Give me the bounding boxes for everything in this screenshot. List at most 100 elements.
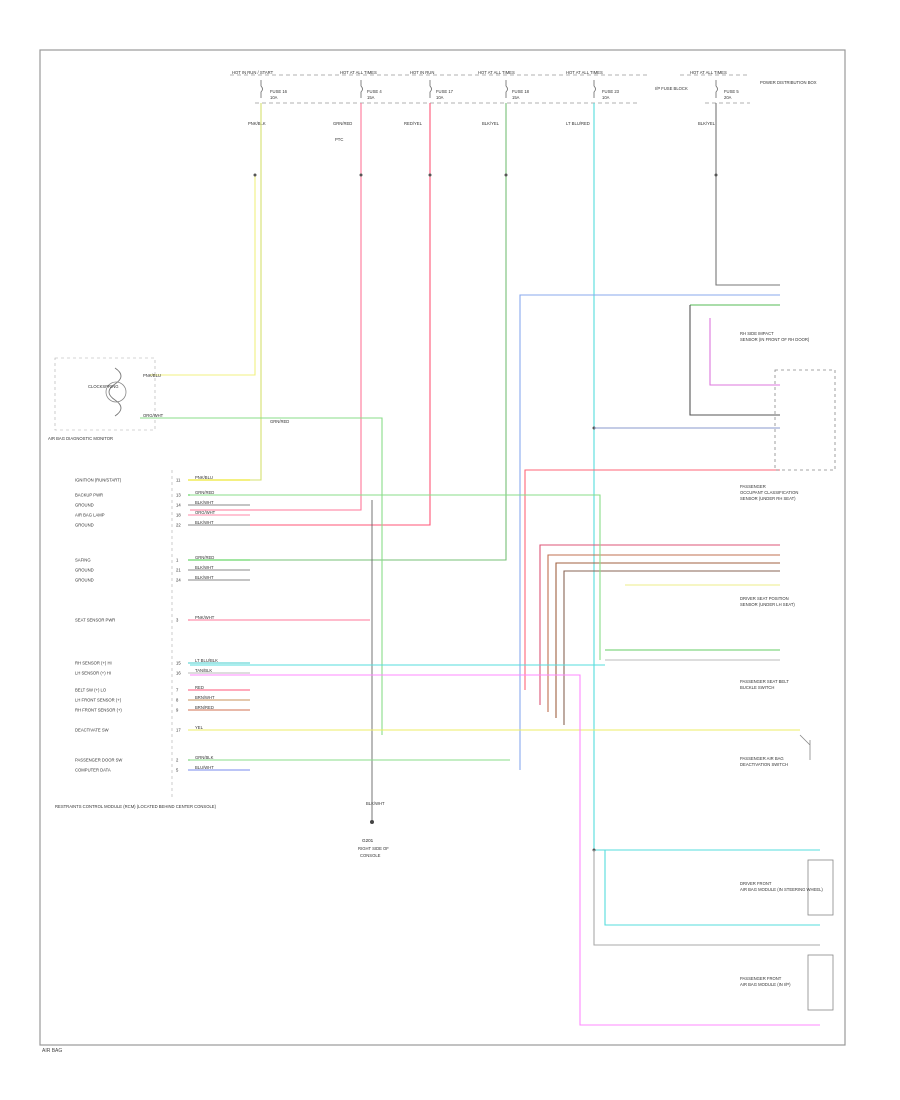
module-footer: RESTRAINTS CONTROL MODULE (RCM) (LOCATED…: [55, 804, 217, 809]
module-pin-wire: TAN/BLK: [195, 668, 212, 673]
module-pin-wire: BRN/WHT: [195, 695, 215, 700]
module-pin-number: 15: [176, 661, 181, 666]
module-pin-label: IGNITION (RUN/START): [75, 478, 122, 483]
module-pin-number: 22: [176, 523, 181, 528]
module-pin-label: BELT SW (+) LO: [75, 688, 107, 693]
module-pin-row: BELT SW (+) LO 7 RED: [75, 685, 250, 693]
module-pin-row: IGNITION (RUN/START) 11 PNK/BLU: [75, 475, 250, 483]
module-pin-label: DEACTIVATE SW: [75, 728, 109, 733]
component-boxes: [774, 369, 836, 1011]
fuse-4-name: HOT AT ALL TIMES: [478, 70, 515, 75]
fuse-5-label: FUSE 23: [602, 89, 620, 94]
footer-left: AIR BAG: [42, 1048, 62, 1054]
module-pin-number: 16: [176, 671, 181, 676]
splice-dots: [253, 173, 718, 852]
comp-2-line1: OCCUPANT CLASSIFICATION: [740, 490, 798, 495]
module-pin-number: 9: [176, 708, 179, 713]
module-pin-number: 7: [176, 688, 179, 693]
module-pin-wire: GRN/RED: [195, 490, 214, 495]
comp-7-title: PASSENGER FRONT: [740, 976, 782, 981]
module-pin-wire: BLU/WHT: [195, 765, 214, 770]
comp-7-line: AIR BAG MODULE (IN I/P): [740, 982, 791, 987]
module-pin-wire: YEL: [195, 725, 204, 730]
module-pin-number: 11: [176, 478, 181, 483]
module-pin-number: 14: [176, 503, 181, 508]
fuse-3-label: FUSE 17: [436, 89, 454, 94]
fuse-5-name: HOT AT ALL TIMES: [566, 70, 603, 75]
ground-line-2: CONSOLE: [360, 853, 381, 858]
module-pin-number: 21: [176, 568, 181, 573]
fuse-6-rating: 20A: [724, 95, 732, 100]
comp-2-line2: SENSOR (UNDER RH SEAT): [740, 496, 796, 501]
module-pin-number: 17: [176, 728, 181, 733]
module-pin-wire: RED: [195, 685, 204, 690]
module-pin-row: GROUND 14 BLK/WHT: [75, 500, 250, 508]
module-pin-row: LH SENSOR (+) HI 16 TAN/BLK: [75, 668, 250, 676]
top-wire-2: GRN/RED: [333, 121, 352, 126]
comp-5-title: PASSENGER AIR BAG: [740, 756, 784, 761]
clockspring-wire-mid: GRN/RED: [270, 419, 289, 424]
fuse-2-rating: 15A: [367, 95, 375, 100]
module-pin-label: RH SENSOR (+) HI: [75, 661, 112, 666]
module-pin-label: LH SENSOR (+) HI: [75, 671, 111, 676]
ground-wire: BLK/WHT: [366, 801, 385, 806]
top-wire-5: LT BLU/RED: [566, 121, 590, 126]
comp-3-line: SENSOR (UNDER LH SEAT): [740, 602, 795, 607]
fuse-6-label: FUSE 5: [724, 89, 739, 94]
clockspring-wire-bot: ORG/WHT: [143, 413, 164, 418]
clockspring-label: CLOCKSPRING: [88, 384, 118, 389]
module-pin-wire: BLK/WHT: [195, 520, 214, 525]
module-pin-wire: BLK/WHT: [195, 575, 214, 580]
module-pin-label: PASSENGER DOOR SW: [75, 758, 122, 763]
module-pin-wire: GRN/BLK: [195, 755, 214, 760]
fuse-3-rating: 10A: [436, 95, 444, 100]
module-pin-row: RH SENSOR (+) HI 15 LT BLU/BLK: [75, 658, 250, 666]
module-pin-row: DEACTIVATE SW 17 YEL: [75, 725, 250, 733]
module-pin-wire: BLK/WHT: [195, 565, 214, 570]
module-pin-number: 24: [176, 578, 181, 583]
module-pin-number: 1: [176, 558, 179, 563]
component-labels: RH SIDE IMPACT SENSOR (IN FRONT OF RH DO…: [740, 331, 823, 987]
fuse-symbols: [260, 80, 718, 98]
top-wire-4: BLK/YEL: [482, 121, 500, 126]
module-pin-number: 3: [176, 618, 179, 623]
ground-label: G201: [362, 838, 374, 843]
module-pin-row: SAFING 1 GRN/RED: [75, 555, 250, 563]
fuse-5-rating: 10A: [602, 95, 610, 100]
module-pin-wire: GRN/RED: [195, 555, 214, 560]
module-pin-row: GROUND 22 BLK/WHT: [75, 520, 250, 528]
comp-1-line: SENSOR (IN FRONT OF RH DOOR): [740, 337, 810, 342]
fuse-feed-wires: [150, 103, 820, 851]
module-pin-row: LH FRONT SENSOR (+) 8 BRN/WHT: [75, 695, 250, 703]
module-pin-label: SEAT SENSOR PWR: [75, 618, 115, 623]
module-pin-number: 13: [176, 493, 181, 498]
module-pin-wire: BLK/WHT: [195, 500, 214, 505]
module-pin-label: GROUND: [75, 523, 94, 528]
top-wire-6: BLK/YEL: [698, 121, 716, 126]
module-pin-wire: BRN/RED: [195, 705, 214, 710]
module-pin-number: 18: [176, 513, 181, 518]
module-pin-label: GROUND: [75, 568, 94, 573]
module-pin-wire: LT BLU/BLK: [195, 658, 218, 663]
module-pin-number: 5: [176, 768, 179, 773]
fuse-6-name: HOT AT ALL TIMES: [690, 70, 727, 75]
module-pin-label: LH FRONT SENSOR (+): [75, 698, 122, 703]
module-pin-label: GROUND: [75, 503, 94, 508]
fuse-4-rating: 15A: [512, 95, 520, 100]
fuse-1-rating: 10A: [270, 95, 278, 100]
diagram-frame: [39, 49, 846, 1046]
module-pin-label: SAFING: [75, 558, 91, 563]
fuse-1-label: FUSE 16: [270, 89, 288, 94]
ground-symbol: BLK/WHT G201 RIGHT SIDE OF CONSOLE: [358, 500, 389, 858]
clockspring: CLOCKSPRING AIR BAG DIAGNOSTIC MONITOR P…: [48, 357, 164, 441]
module-pin-number: 8: [176, 698, 179, 703]
module-pin-wire: PNK/BLU: [195, 475, 213, 480]
right-harness-wires: [190, 294, 820, 1026]
comp-4-line: BUCKLE SWITCH: [740, 685, 774, 690]
